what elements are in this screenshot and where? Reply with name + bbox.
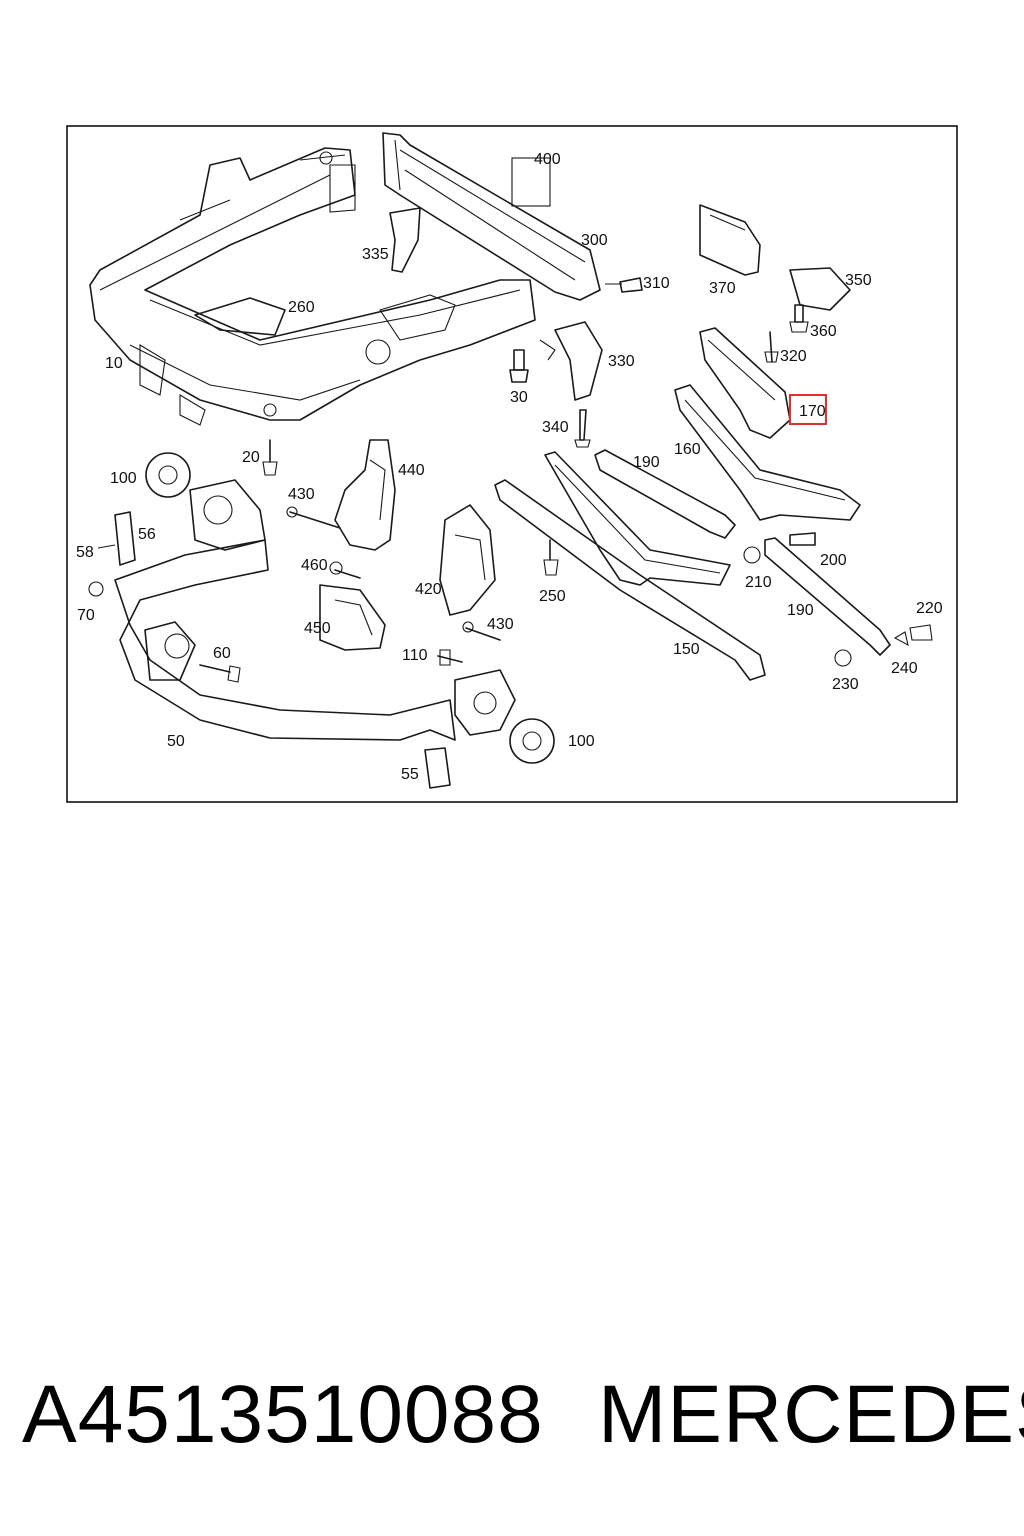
label-300: 300 xyxy=(581,232,608,249)
label-450: 450 xyxy=(304,620,331,637)
label-220: 220 xyxy=(916,600,943,617)
fasteners-drawing xyxy=(262,439,278,476)
label-350: 350 xyxy=(845,272,872,289)
label-370: 370 xyxy=(709,280,736,297)
brand-name: MERCEDES xyxy=(598,1369,1024,1460)
control-arms-drawing xyxy=(494,327,933,681)
label-20: 20 xyxy=(242,449,260,466)
axle-beam-drawing xyxy=(88,479,516,789)
highlight-box-170 xyxy=(789,394,827,425)
label-56: 56 xyxy=(138,526,156,543)
label-310: 310 xyxy=(643,275,670,292)
label-200: 200 xyxy=(820,552,847,569)
crossmember-drawing xyxy=(382,132,643,301)
label-440: 440 xyxy=(398,462,425,479)
label-60: 60 xyxy=(213,645,231,662)
label-320: 320 xyxy=(780,348,807,365)
label-400: 400 xyxy=(534,151,561,168)
label-110: 110 xyxy=(402,647,428,664)
label-250: 250 xyxy=(539,588,566,605)
footer-caption: A4513510088 MERCEDES xyxy=(0,1368,1024,1478)
part-labels: 10 260 400 300 335 310 370 350 360 320 3… xyxy=(76,151,943,783)
upper-bracket-drawing xyxy=(699,204,851,363)
part-number: A4513510088 xyxy=(22,1369,544,1460)
label-55: 55 xyxy=(401,766,419,783)
label-240: 240 xyxy=(891,660,918,677)
subframe-drawing xyxy=(89,147,536,426)
label-70: 70 xyxy=(77,607,95,624)
label-190-lower: 190 xyxy=(787,602,814,619)
diagram-frame xyxy=(66,125,958,803)
label-330: 330 xyxy=(608,353,635,370)
label-335: 335 xyxy=(362,246,389,263)
parts-diagram: 10 260 400 300 335 310 370 350 360 320 3… xyxy=(66,125,958,803)
label-100-right: 100 xyxy=(568,733,595,750)
label-230: 230 xyxy=(832,676,859,693)
label-430-lower: 430 xyxy=(487,616,514,633)
label-260: 260 xyxy=(288,299,315,316)
label-190-upper: 190 xyxy=(633,454,660,471)
label-210: 210 xyxy=(745,574,772,591)
carrier-drawing xyxy=(286,439,501,651)
label-360: 360 xyxy=(810,323,837,340)
label-10: 10 xyxy=(105,355,123,372)
label-150: 150 xyxy=(673,641,700,658)
label-160: 160 xyxy=(674,441,701,458)
label-100-left: 100 xyxy=(110,470,137,487)
bracket-drawing xyxy=(509,321,603,448)
label-30: 30 xyxy=(510,389,528,406)
label-420: 420 xyxy=(415,581,442,598)
label-170: 170 xyxy=(799,403,826,420)
label-460: 460 xyxy=(301,557,328,574)
label-340: 340 xyxy=(542,419,569,436)
label-430-upper: 430 xyxy=(288,486,315,503)
label-58: 58 xyxy=(76,544,94,561)
wheel-hub-drawing xyxy=(145,452,555,764)
label-50: 50 xyxy=(167,733,185,750)
